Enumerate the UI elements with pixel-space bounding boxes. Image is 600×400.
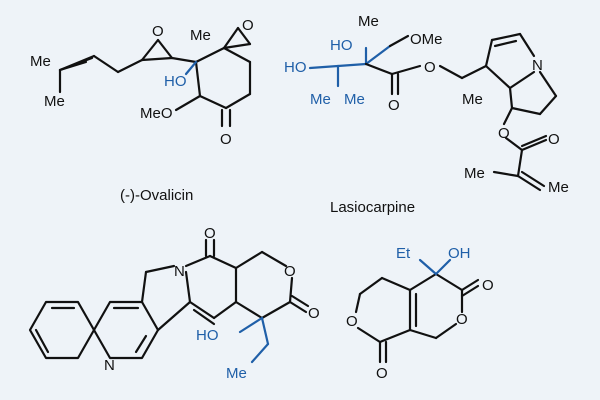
lasio-ome: OMe: [410, 31, 443, 48]
lasio-me-ring: Me: [462, 91, 483, 108]
bicyclic-ring-o-right: O: [456, 311, 468, 328]
camptothecin-blue-bonds: [238, 316, 270, 364]
lasiocarpine-structure: [364, 32, 558, 192]
ovalicin-blue-bonds: [184, 60, 198, 76]
lasio-carbonyl-o2: O: [548, 131, 560, 148]
lasio-me-b: Me: [344, 91, 365, 108]
bicyclic-structure: [354, 272, 480, 364]
campto-n-amide: N: [174, 263, 185, 280]
lasio-ester-o2: O: [498, 125, 510, 142]
campto-me: Me: [226, 365, 247, 382]
lasio-me-top: Me: [358, 13, 379, 30]
lasio-me-a: Me: [310, 91, 331, 108]
ovalicin-ho: HO: [164, 73, 187, 90]
campto-ho: HO: [196, 327, 219, 344]
bicyclic-blue-bonds: [418, 258, 452, 276]
bicyclic-et: Et: [396, 245, 411, 262]
bicyclic-oh: OH: [448, 245, 471, 262]
lasiocarpine-labels: Me HO OMe HO Me Me O O N Me O O Me Me: [284, 13, 569, 196]
bicyclic-ring-o-left: O: [346, 313, 358, 330]
ovalicin-me-top: Me: [30, 53, 51, 70]
camptothecin-labels: O N O O N HO Me: [104, 225, 320, 382]
ovalicin-ketone-o: O: [220, 131, 232, 148]
lasio-ho-left: HO: [284, 59, 307, 76]
caption-ovalicin: (-)-Ovalicin: [120, 187, 193, 204]
lasiocarpine-blue-bonds: [308, 44, 392, 88]
campto-carbonyl-o: O: [204, 225, 216, 242]
lasio-n: N: [532, 57, 543, 74]
ovalicin-structure: [58, 26, 252, 128]
bicyclic-labels: Et OH O O O O: [346, 245, 494, 382]
ovalicin-labels: Me Me O Me O HO MeO O: [30, 17, 254, 148]
lasio-ho-top: HO: [330, 37, 353, 54]
bicyclic-lactone-o: O: [482, 277, 494, 294]
lasio-me-end: Me: [548, 179, 569, 196]
lasio-ester-o: O: [424, 59, 436, 76]
lasio-carbonyl-o: O: [388, 97, 400, 114]
ovalicin-me-spiro: Me: [190, 27, 211, 44]
campto-n-quinoline: N: [104, 357, 115, 374]
bicyclic-carbonyl-o: O: [376, 365, 388, 382]
ovalicin-epoxide-o: O: [152, 23, 164, 40]
ovalicin-meo: MeO: [140, 105, 173, 122]
campto-ring-o: O: [284, 263, 296, 280]
campto-lactone-o: O: [308, 305, 320, 322]
ovalicin-epoxide-o2: O: [242, 17, 254, 34]
camptothecin-structure: [28, 238, 310, 360]
caption-lasiocarpine: Lasiocarpine: [330, 199, 415, 216]
lasio-me-side: Me: [464, 165, 485, 182]
ovalicin-me-bottom: Me: [44, 93, 65, 110]
